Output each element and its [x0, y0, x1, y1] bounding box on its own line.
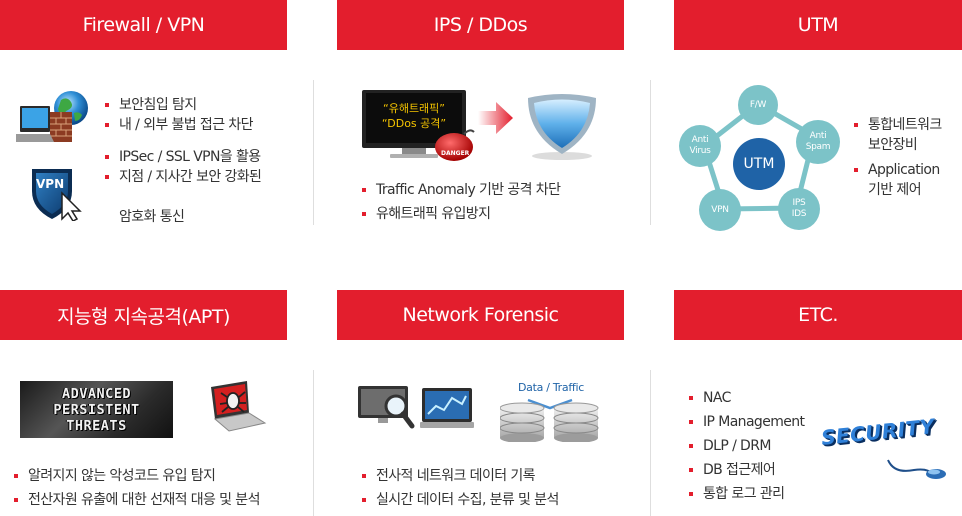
etc-feature-list: NAC IP Management DLP / DRM DB 접근제어 통합 로… [689, 388, 805, 504]
data-traffic-label: Data / Traffic [518, 381, 584, 394]
ips-ddos-header: IPS / DDos [337, 0, 624, 50]
utm-node-anti-virus: Anti Virus [679, 125, 721, 167]
vpn-badge-text: VPN [36, 177, 65, 191]
divider [650, 370, 651, 516]
utm-node-ips-ids: IPS IDS [778, 188, 820, 230]
apt-header: 지능형 지속공격(APT) [0, 290, 287, 340]
list-item: NAC [689, 388, 804, 408]
list-item: DLP / DRM [689, 436, 804, 456]
divider [313, 80, 314, 225]
utm-center-node: UTM [733, 138, 785, 190]
vpn-shield-icon: VPN [26, 165, 86, 225]
list-item: IP Management [689, 412, 805, 432]
danger-bomb-icon: DANGER [434, 128, 476, 166]
etc-header: ETC. [674, 290, 962, 340]
list-item-continuation: 기반 제어 [868, 182, 922, 198]
shield-icon [520, 92, 604, 166]
arrow-right-icon [478, 100, 514, 140]
utm-node-anti-spam: Anti Spam [796, 120, 840, 164]
apt-feature-list: 알려지지 않는 악성코드 유입 탐지 전산자원 유출에 대한 선재적 대응 및 … [14, 466, 260, 510]
list-item: 전사적 네트워크 데이터 기록 [362, 466, 559, 486]
utm-feature-list: 통합네트워크 [854, 115, 942, 135]
apt-banner-image: ADVANCED PERSISTENT THREATS [20, 381, 173, 438]
list-item-continuation: 보안장비 [868, 137, 918, 153]
security-mouse-icon: SECURITY [818, 414, 950, 484]
list-item: 보안침입 탐지 [105, 95, 261, 115]
utm-node-vpn: VPN [699, 189, 741, 231]
list-item: 유해트래픽 유입방지 [362, 204, 560, 224]
list-item: 알려지지 않는 악성코드 유입 탐지 [14, 466, 260, 486]
network-forensic-header: Network Forensic [337, 290, 624, 340]
apt-banner-line: ADVANCED [61, 385, 132, 402]
firewall-vpn-header: Firewall / VPN [0, 0, 287, 50]
list-item: 지점 / 지사간 보안 강화된 [105, 167, 262, 187]
list-item: DB 접근제어 [689, 460, 804, 480]
list-item: 내 / 외부 불법 접근 차단 [105, 115, 261, 135]
monitor-text-line1: “유해트래픽” [383, 102, 445, 115]
utm-node-fw: F/W [738, 85, 778, 125]
list-item: 통합네트워크 [854, 115, 942, 135]
list-item: 전산자원 유출에 대한 선재적 대응 및 분석 [14, 490, 260, 510]
danger-label: DANGER [441, 150, 470, 157]
globe-laptop-firewall-icon [14, 88, 92, 150]
apt-banner-line: THREATS [66, 417, 127, 434]
divider [313, 370, 314, 516]
ips-feature-list: Traffic Anomaly 기반 공격 차단 유해트래픽 유입방지 [362, 180, 561, 224]
list-item: 통합 로그 관리 [689, 484, 804, 504]
utm-feature-list-2: Application [854, 160, 940, 180]
firewall-feature-list: 보안침입 탐지 내 / 외부 불법 접근 차단 IPSec / SSL VPN을… [105, 95, 262, 187]
utm-header: UTM [674, 0, 962, 50]
divider [650, 80, 651, 225]
list-item: Traffic Anomaly 기반 공격 차단 [362, 180, 561, 200]
apt-banner-line: PERSISTENT [53, 401, 140, 418]
list-item-continuation: 암호화 통신 [119, 209, 185, 225]
list-item: 실시간 데이터 수집, 분류 및 분석 [362, 490, 559, 510]
laptop-bug-icon [203, 379, 269, 441]
list-item: Application [854, 160, 940, 180]
database-icon [499, 394, 600, 446]
list-item: IPSec / SSL VPN을 활용 [105, 147, 261, 167]
monitor-text-line2: “DDos 공격” [381, 117, 447, 130]
magnifier-monitor-icon [358, 384, 476, 438]
forensic-feature-list: 전사적 네트워크 데이터 기록 실시간 데이터 수집, 분류 및 분석 [362, 466, 559, 510]
